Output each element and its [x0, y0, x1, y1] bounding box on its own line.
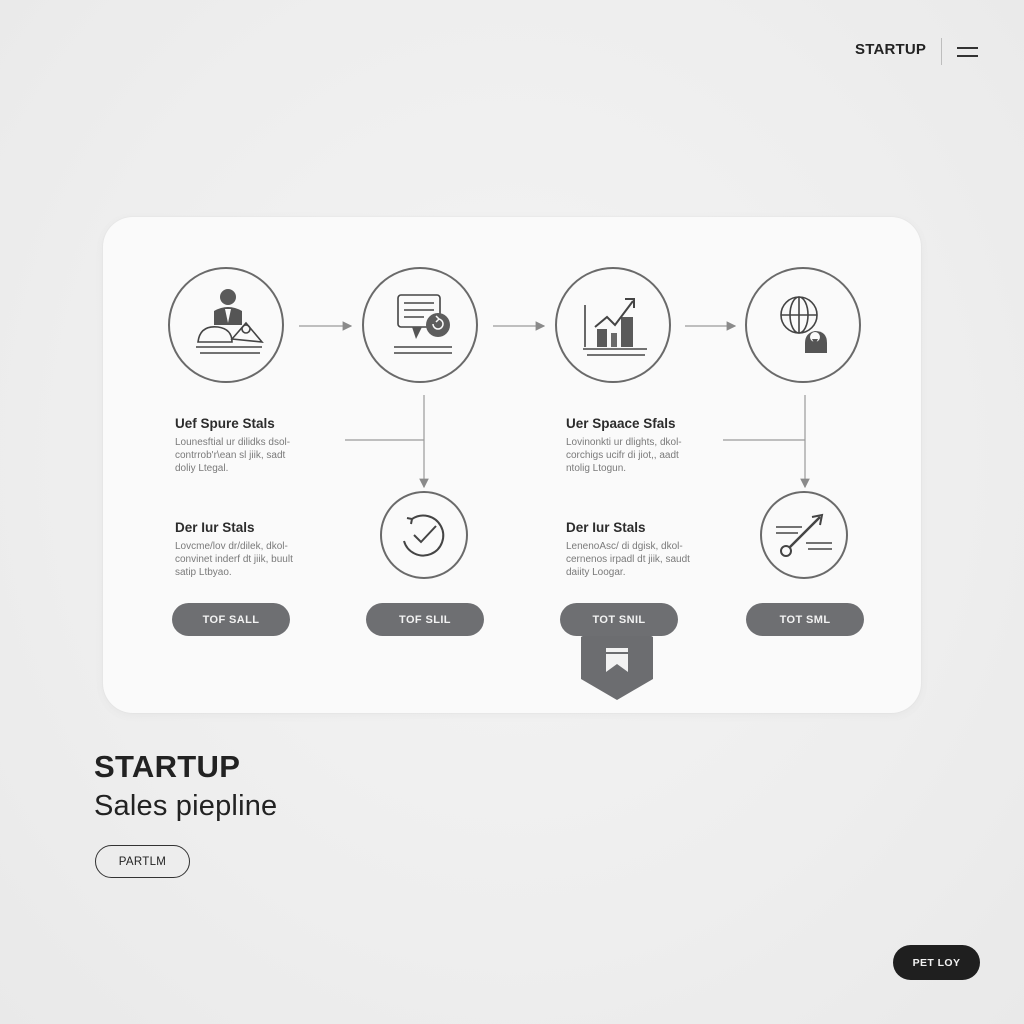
stage-description-title: Uef Spure Stals — [175, 416, 275, 431]
stage-description-line: convinet inderf dt jiik, buult — [175, 554, 293, 565]
stage-description-line: Lounesftial ur dilidks dsol- — [175, 437, 291, 448]
stage-description-3: Der Iur Stals Lovcme/lov dr/dilek, dkol-… — [175, 520, 325, 579]
pet-loy-button[interactable]: PET LOY — [893, 945, 980, 980]
trend-arrow-icon — [776, 513, 832, 557]
stage-description-line: LenenoAsc/ di dgisk, dkol- — [566, 541, 683, 552]
brand-label: STARTUP — [855, 41, 927, 58]
stage-description-line: Lovinonkti ur dlights, dkol- — [566, 437, 682, 448]
stage-2-button[interactable]: TOF SLIL — [366, 603, 484, 636]
stage-description-line: satip Ltbyao. — [175, 567, 232, 578]
brand-divider — [941, 38, 942, 65]
stage-3-button[interactable]: TOT SNIL — [560, 603, 678, 636]
growth-chart-icon — [583, 298, 647, 356]
stage-description-1: Uef Spure Stals Lounesftial ur dilidks d… — [175, 416, 325, 475]
stage-description-line: cernenos irpadl dt jiik, saudt — [566, 554, 690, 565]
stage-1-button[interactable]: TOF SALL — [172, 603, 290, 636]
stage-description-title: Uer Spaace Sfals — [566, 416, 676, 431]
trend-arrow-circle[interactable] — [760, 491, 848, 579]
globe-location-icon — [780, 296, 827, 353]
checkmark-circle[interactable] — [380, 491, 468, 579]
stage-description-2: Uer Spaace Sfals Lovinonkti ur dlights, … — [566, 416, 716, 475]
stage-description-line: corchigs ucifr di jiot,, aadt — [566, 450, 679, 461]
stage-4-button[interactable]: TOT SML — [746, 603, 864, 636]
stage-description-title: Der Iur Stals — [566, 520, 646, 535]
stage-description-line: ntolig Ltogun. — [566, 463, 627, 474]
partlm-button[interactable]: PARTLM — [95, 845, 190, 878]
stage-icon-globe[interactable] — [745, 267, 861, 383]
pipeline-card: Uef Spure Stals Lounesftial ur dilidks d… — [103, 217, 921, 713]
stage-description-4: Der Iur Stals LenenoAsc/ di dgisk, dkol-… — [566, 520, 716, 579]
connector-lines — [299, 321, 810, 489]
stage-icon-salesperson[interactable] — [168, 267, 284, 383]
hero-title: STARTUP — [94, 749, 241, 784]
stage-icon-message[interactable] — [362, 267, 478, 383]
hero-subtitle: Sales piepline — [94, 790, 278, 822]
stage-description-line: contrrob'r\ean sl jiik, sadt — [175, 450, 286, 461]
stage-description-line: doliy Ltegal. — [175, 463, 229, 474]
checkmark-circle-icon — [403, 514, 445, 557]
stage-icon-growth[interactable] — [555, 267, 671, 383]
hamburger-menu-icon[interactable] — [957, 47, 981, 65]
salesperson-icon — [196, 289, 264, 354]
stage-description-line: Lovcme/lov dr/dilek, dkol- — [175, 541, 288, 552]
stage-description-line: daiity Loogar. — [566, 567, 626, 578]
stage-description-title: Der Iur Stals — [175, 520, 255, 535]
message-refresh-icon — [394, 294, 452, 354]
bookmark-hexagon-icon — [581, 616, 653, 700]
